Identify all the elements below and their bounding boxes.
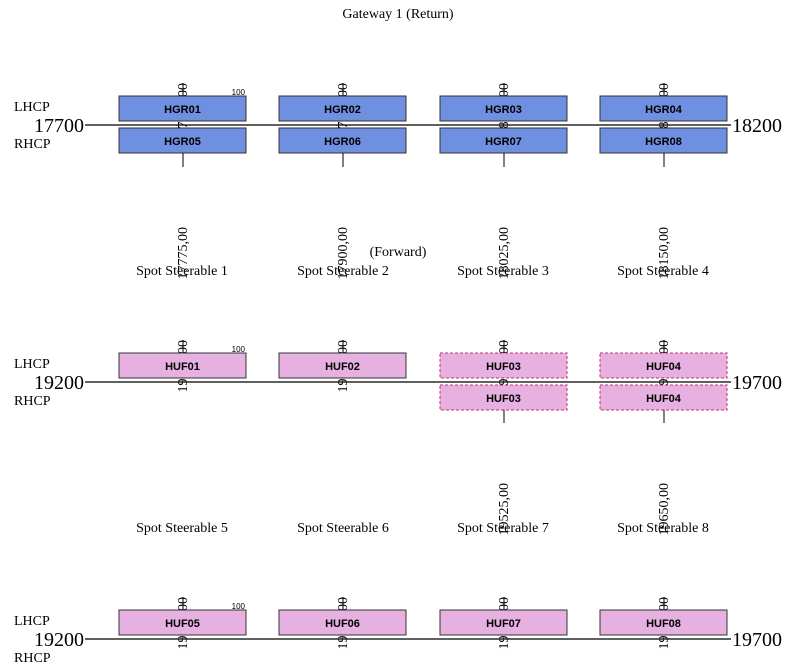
channel-box xyxy=(118,95,247,122)
beam-title: Spot Steerable 6 xyxy=(297,521,389,536)
channel-box xyxy=(118,127,247,154)
gateway-lhcp-channel[interactable]: 17775,00 HGR01 xyxy=(118,83,247,136)
forward-lhcp-channel[interactable]: 19275,00 HUF01 xyxy=(118,340,247,393)
beam-title: Spot Steerable 1 xyxy=(136,264,228,279)
channel-label: HGR06 xyxy=(324,136,361,148)
channel-box-dashed xyxy=(439,352,568,379)
channel-label: HUF03 xyxy=(486,361,521,373)
channel-label: HGR03 xyxy=(485,104,522,116)
channel-box-dashed xyxy=(599,352,728,379)
channel-label: HUF01 xyxy=(165,361,200,373)
gateway-title: Gateway 1 (Return) xyxy=(342,7,454,22)
beam-title: Spot Steerable 4 xyxy=(617,264,709,279)
gateway-rhcp-channel[interactable]: HGR07 18025,00 xyxy=(439,127,568,280)
spot2-lhcp-channel[interactable]: 19525,00 HUF07 xyxy=(439,597,568,650)
channel-box xyxy=(439,609,568,636)
channel-label: HGR05 xyxy=(164,136,201,148)
forward-rhcp-channel[interactable]: HUF04 19650,00 xyxy=(599,384,728,536)
gateway-bandwidth-label: 100 xyxy=(232,88,246,97)
channel-box xyxy=(118,609,247,636)
gateway-section: Gateway 1 (Return) LHCP RHCP 17700 18200… xyxy=(14,7,782,280)
channel-label: HGR04 xyxy=(645,104,683,116)
forward-lhcp-channel[interactable]: 19525,00 HUF03 xyxy=(439,340,568,393)
gateway-rhcp-channel[interactable]: HGR06 17900,00 xyxy=(278,127,407,280)
channel-label: HGR08 xyxy=(645,136,682,148)
channel-box xyxy=(278,609,407,636)
channel-label: HUF03 xyxy=(486,393,521,405)
channel-box xyxy=(599,609,728,636)
spot2-left-freq: 19200 xyxy=(34,629,84,651)
channel-label: HGR02 xyxy=(324,104,361,116)
gateway-rhcp-label: RHCP xyxy=(14,137,51,152)
gateway-lhcp-channel[interactable]: 17900,00 HGR02 xyxy=(278,83,407,136)
channel-center-freq: 19525,00 xyxy=(497,483,512,536)
spot2-lhcp-channel[interactable]: 19275,00 HUF05 xyxy=(118,597,247,650)
channel-label: HUF06 xyxy=(325,618,360,630)
beam-title: Spot Steerable 3 xyxy=(457,264,549,279)
spot2-lhcp-label: LHCP xyxy=(14,614,50,629)
gateway-lhcp-channel[interactable]: 18025,00 HGR03 xyxy=(439,83,568,136)
gateway-rhcp-channel[interactable]: HGR05 17775,00 xyxy=(118,127,247,280)
channel-center-freq: 18025,00 xyxy=(497,227,512,280)
channel-box xyxy=(599,127,728,154)
forward-section: (Forward) Spot Steerable 1 Spot Steerabl… xyxy=(14,245,782,536)
beam-title: Spot Steerable 2 xyxy=(297,264,389,279)
channel-label: HUF02 xyxy=(325,361,360,373)
channel-label: HUF05 xyxy=(165,618,200,630)
gateway-rhcp-channel[interactable]: HGR08 18150,00 xyxy=(599,127,728,280)
spot2-lhcp-channel[interactable]: 19400,00 HUF06 xyxy=(278,597,407,650)
channel-label: HUF07 xyxy=(486,618,521,630)
channel-label: HUF08 xyxy=(646,618,681,630)
spot2-lhcp-channel[interactable]: 19650,00 HUF08 xyxy=(599,597,728,650)
gateway-right-freq: 18200 xyxy=(732,115,782,137)
forward-left-freq: 19200 xyxy=(34,372,84,394)
channel-center-freq: 17775,00 xyxy=(176,227,191,280)
channel-label: HUF04 xyxy=(646,361,682,373)
forward-title: (Forward) xyxy=(370,245,427,260)
forward-right-freq: 19700 xyxy=(732,372,782,394)
channel-label: HGR07 xyxy=(485,136,522,148)
channel-label: HUF04 xyxy=(646,393,682,405)
channel-box xyxy=(439,127,568,154)
spot2-right-freq: 19700 xyxy=(732,629,782,651)
channel-box xyxy=(599,95,728,122)
channel-box xyxy=(278,95,407,122)
beam-title: Spot Steerable 5 xyxy=(136,521,228,536)
channel-box xyxy=(278,127,407,154)
channel-box-dashed xyxy=(599,384,728,411)
beam-title: Spot Steerable 8 xyxy=(617,521,709,536)
spot2-rhcp-label: RHCP xyxy=(14,651,51,666)
forward-rhcp-channel[interactable]: HUF03 19525,00 xyxy=(439,384,568,536)
beam-title: Spot Steerable 7 xyxy=(457,521,549,536)
gateway-lhcp-channel[interactable]: 18150,00 HGR04 xyxy=(599,83,728,136)
forward-lhcp-channel[interactable]: 19650,00 HUF04 xyxy=(599,340,728,393)
channel-center-freq: 18150,00 xyxy=(657,227,672,280)
channel-box xyxy=(118,352,247,379)
channel-box xyxy=(278,352,407,379)
channel-center-freq: 17900,00 xyxy=(336,227,351,280)
channel-center-freq: 19650,00 xyxy=(657,483,672,536)
forward-lhcp-channel[interactable]: 19400,00 HUF02 xyxy=(278,340,407,393)
forward-rhcp-label: RHCP xyxy=(14,394,51,409)
forward-lhcp-label: LHCP xyxy=(14,357,50,372)
channel-box xyxy=(439,95,568,122)
gateway-left-freq: 17700 xyxy=(34,115,84,137)
gateway-lhcp-label: LHCP xyxy=(14,100,50,115)
spot2-section: Spot Steerable 5 Spot Steerable 6 Spot S… xyxy=(14,521,782,666)
channel-label: HGR01 xyxy=(164,104,201,116)
forward-bandwidth-label: 100 xyxy=(232,345,246,354)
spot2-bandwidth-label: 100 xyxy=(232,602,246,611)
